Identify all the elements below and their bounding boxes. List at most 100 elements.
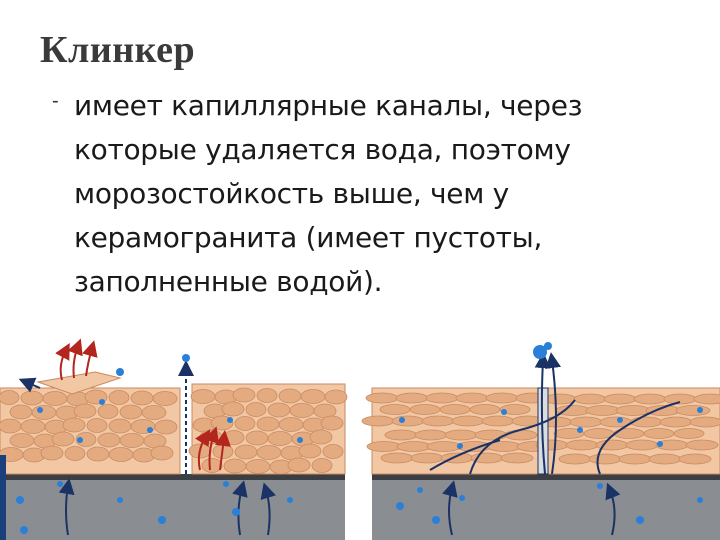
pore xyxy=(618,453,652,465)
pore xyxy=(573,393,607,405)
pore xyxy=(569,416,603,428)
water-drop xyxy=(182,354,190,362)
right-water-drops xyxy=(396,342,703,524)
pore xyxy=(245,430,269,446)
bullet-line-3: морозостойкость выше, чем у xyxy=(74,177,509,210)
water-drop xyxy=(37,407,43,413)
pore xyxy=(396,441,432,452)
pore xyxy=(474,429,508,441)
pore xyxy=(426,441,462,452)
water-drop xyxy=(459,495,465,501)
pore xyxy=(256,416,280,432)
pore xyxy=(673,428,705,439)
slide-edge-accent xyxy=(0,455,6,540)
bullet-line-2: которые удаляется вода, поэтому xyxy=(74,133,571,166)
pore xyxy=(543,393,577,405)
pore xyxy=(287,457,311,473)
right-pores xyxy=(361,392,720,465)
left-subfloor-edge xyxy=(0,474,345,480)
bullet-block: - имеет капиллярные каналы, через которы… xyxy=(52,84,692,304)
bullet-line-4: керамогранита (имеет пустоты, xyxy=(74,221,543,254)
water-drop xyxy=(16,496,24,504)
pore xyxy=(9,404,33,420)
bullet-marker: - xyxy=(52,90,59,112)
pore xyxy=(130,390,154,406)
water-drop xyxy=(77,437,83,443)
water-drop xyxy=(99,399,105,405)
pore xyxy=(267,431,293,446)
water-drop xyxy=(117,497,123,503)
water-drop xyxy=(417,487,423,493)
pore xyxy=(201,458,223,473)
pore xyxy=(439,404,471,415)
pore xyxy=(256,388,278,403)
water-drop xyxy=(533,345,547,359)
pore xyxy=(485,392,519,404)
water-drop xyxy=(399,417,405,423)
pore xyxy=(565,439,599,451)
pore xyxy=(154,419,178,435)
pore xyxy=(150,445,174,461)
water-drop xyxy=(636,516,644,524)
pore xyxy=(409,404,441,415)
pore xyxy=(289,403,315,418)
bullet-line-1: имеет капиллярные каналы, через xyxy=(74,89,583,122)
right-panel xyxy=(361,342,720,540)
water-drop xyxy=(657,441,663,447)
pore xyxy=(410,452,444,464)
pore xyxy=(309,429,333,445)
pore xyxy=(278,417,304,432)
pore xyxy=(558,453,592,465)
pore xyxy=(391,415,425,427)
pore xyxy=(62,417,86,433)
pore xyxy=(685,439,719,451)
pore xyxy=(444,429,478,441)
pore xyxy=(625,439,659,451)
water-drop xyxy=(297,437,303,443)
water-drop xyxy=(227,417,233,423)
water-drop xyxy=(158,516,166,524)
pore xyxy=(414,429,448,441)
water-drop xyxy=(697,497,703,503)
pore xyxy=(40,445,64,461)
pore xyxy=(421,415,455,427)
water-drop xyxy=(617,417,623,423)
water-drop xyxy=(544,342,552,350)
pore xyxy=(395,392,429,404)
pore xyxy=(643,428,675,439)
pore xyxy=(75,432,97,447)
pore xyxy=(190,389,216,404)
pore xyxy=(678,453,712,465)
left-subfloor xyxy=(0,478,345,540)
pore xyxy=(119,433,145,448)
pore xyxy=(659,416,693,428)
pore xyxy=(585,405,621,416)
pore xyxy=(86,418,108,433)
pore xyxy=(311,458,333,473)
red-vapor-arrows xyxy=(55,338,231,471)
pore xyxy=(603,393,637,405)
pore xyxy=(455,392,489,404)
pore xyxy=(500,452,534,464)
right-subfloor-edge xyxy=(372,474,720,480)
capillary-channels xyxy=(429,352,681,475)
pore xyxy=(278,388,302,404)
water-drop xyxy=(457,443,463,449)
water-drop xyxy=(147,427,153,433)
pore xyxy=(141,405,167,420)
pore xyxy=(245,402,267,417)
water-drop xyxy=(396,502,404,510)
left-pores xyxy=(0,387,348,475)
pore xyxy=(481,415,515,427)
pore xyxy=(234,416,256,431)
pore xyxy=(365,392,399,404)
pore xyxy=(380,452,414,464)
pore xyxy=(504,429,538,441)
left-water-drops xyxy=(16,354,303,534)
left-panel xyxy=(0,338,348,540)
pore xyxy=(86,446,110,462)
right-water-arrows xyxy=(442,480,621,536)
pore xyxy=(31,405,57,420)
pore xyxy=(256,445,282,460)
pore xyxy=(425,392,459,404)
